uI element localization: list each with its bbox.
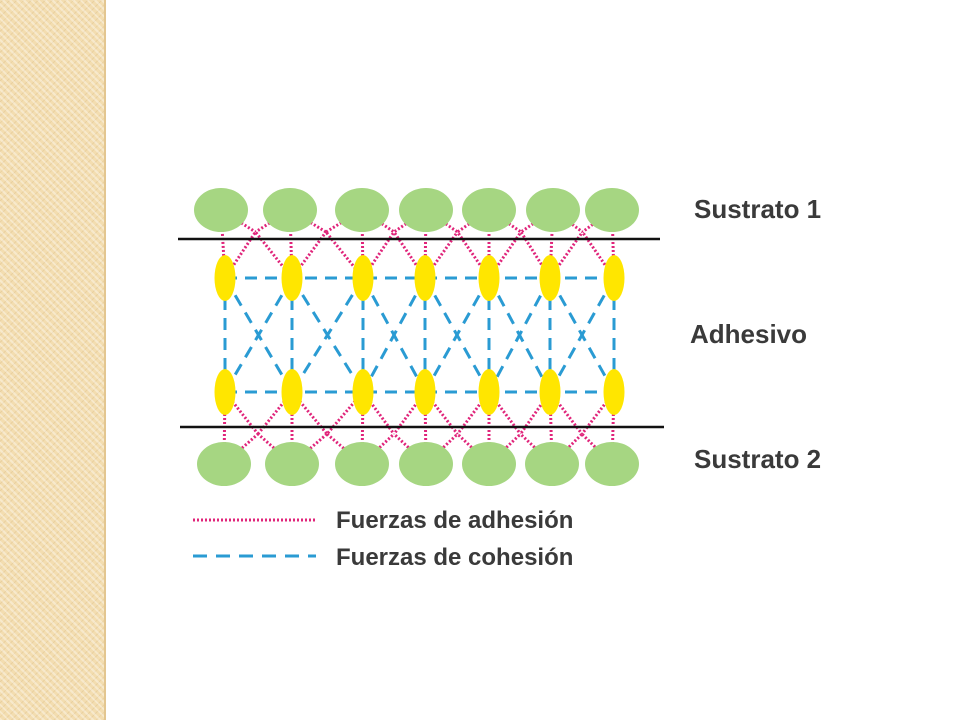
adhesion-link [361,208,395,234]
substrate-particle [585,188,639,232]
adhesive-molecule [214,255,236,301]
substrate-particle [526,188,580,232]
substrate-particle [263,188,317,232]
adhesive-molecule [414,369,436,415]
adhesion-link [257,432,293,466]
cohesion-link [423,277,491,393]
adhesion-link [393,208,427,234]
substrate-particle [585,442,639,486]
adhesive-molecule [603,369,625,415]
adhesive-molecule [352,369,374,415]
substrate-particle [399,442,453,486]
cohesion-link [487,277,552,393]
adhesion-link [425,208,459,234]
adhesion-link [488,208,522,234]
adhesion-link [456,208,490,234]
substrate-particle [197,442,251,486]
cohesion-link [548,277,616,393]
adhesive-molecule [478,255,500,301]
decorative-side-strip [0,0,106,720]
adhesive-molecule [414,255,436,301]
label-adhesive: Adhesivo [690,319,807,349]
substrate-particle [525,442,579,486]
adhesive-molecules [214,255,625,415]
adhesive-molecule [603,255,625,301]
label-substrate-top: Sustrato 1 [694,194,821,224]
adhesive-molecule [478,369,500,415]
cohesion-link [361,277,427,393]
substrate-particle [335,442,389,486]
cohesion-link [290,277,365,393]
label-substrate-bottom: Sustrato 2 [694,444,821,474]
legend-adhesion-label: Fuerzas de adhesión [336,507,573,534]
adhesive-molecule [352,255,374,301]
substrate-particle [399,188,453,232]
substrate-particle [265,442,319,486]
cohesion-link [223,277,294,393]
legend: Fuerzas de adhesión Fuerzas de cohesión [193,507,573,571]
substrate-particle [462,188,516,232]
adhesive-molecule [281,369,303,415]
adhesive-molecule [539,369,561,415]
substrate-particle [462,442,516,486]
legend-cohesion-label: Fuerzas de cohesión [336,544,573,571]
substrate-particles [194,188,639,486]
substrate-particle [335,188,389,232]
adhesion-link [520,208,554,234]
adhesive-molecule [281,255,303,301]
adhesive-molecule [539,255,561,301]
adhesion-link [223,432,259,466]
adhesive-molecule [214,369,236,415]
substrate-particle [194,188,248,232]
